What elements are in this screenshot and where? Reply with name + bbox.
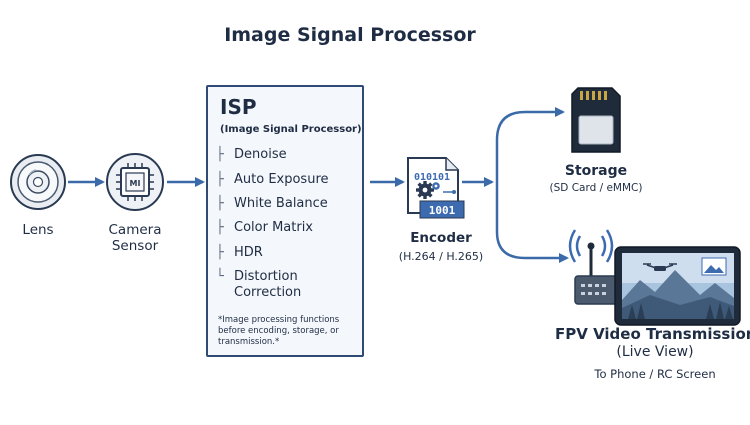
isp-function-distortion-correction: └ Distortion Correction xyxy=(216,269,346,301)
camera-sensor-icon xyxy=(106,153,164,211)
isp-panel: ISP (Image Signal Processor) ├ Denoise ├… xyxy=(206,85,364,357)
isp-function-color-matrix: ├ Color Matrix xyxy=(216,220,313,236)
branch-icon: ├ xyxy=(216,245,224,260)
encoder-binary-bottom: 1001 xyxy=(429,204,456,217)
storage-sublabel: (SD Card / eMMC) xyxy=(549,182,643,194)
arrow-to-storage xyxy=(495,107,565,182)
diagram-title: Image Signal Processor xyxy=(224,24,476,46)
branch-icon: ├ xyxy=(216,196,224,211)
isp-title: ISP xyxy=(220,95,257,119)
encoder-sublabel: (H.264 / H.265) xyxy=(398,250,484,263)
branch-icon: ├ xyxy=(216,147,224,162)
isp-subtitle: (Image Signal Processor) xyxy=(220,124,362,135)
storage-label: Storage xyxy=(564,163,628,179)
branch-icon: ├ xyxy=(216,172,224,187)
camera-sensor-label: Camera Sensor xyxy=(100,222,170,254)
encoder-binary-top: 010101 xyxy=(414,172,450,183)
lens-label: Lens xyxy=(22,222,54,238)
branch-end-icon: └ xyxy=(216,269,224,284)
isp-function-label: Color Matrix xyxy=(234,220,314,235)
isp-note: *Image processing functions before encod… xyxy=(218,315,340,347)
isp-function-white-balance: ├ White Balance xyxy=(216,196,328,212)
fpv-label: FPV Video Transmission xyxy=(555,325,750,343)
sd-card-icon xyxy=(571,87,621,153)
camera-sensor-label-line1: Camera xyxy=(108,222,162,238)
camera-sensor-label-line2: Sensor xyxy=(111,238,159,254)
fpv-sublabel2: To Phone / RC Screen xyxy=(594,367,716,381)
rc-screen-icon xyxy=(614,246,741,326)
isp-function-denoise: ├ Denoise xyxy=(216,147,287,163)
encoder-icon xyxy=(407,157,465,219)
isp-function-auto-exposure: ├ Auto Exposure xyxy=(216,172,329,188)
branch-icon: ├ xyxy=(216,220,224,235)
isp-function-label: White Balance xyxy=(234,196,328,211)
fpv-sublabel: (Live View) xyxy=(616,344,694,360)
isp-function-label: HDR xyxy=(234,245,263,260)
lens-icon xyxy=(10,154,66,210)
isp-function-hdr: ├ HDR xyxy=(216,245,263,261)
arrow-to-fpv xyxy=(495,182,569,263)
isp-function-label: Auto Exposure xyxy=(234,172,329,187)
transmitter-icon xyxy=(568,229,628,305)
sensor-chip-text: MI xyxy=(130,179,141,188)
isp-function-label: Distortion Correction xyxy=(234,269,302,300)
isp-function-label: Denoise xyxy=(234,147,287,162)
encoder-label: Encoder xyxy=(410,230,472,246)
